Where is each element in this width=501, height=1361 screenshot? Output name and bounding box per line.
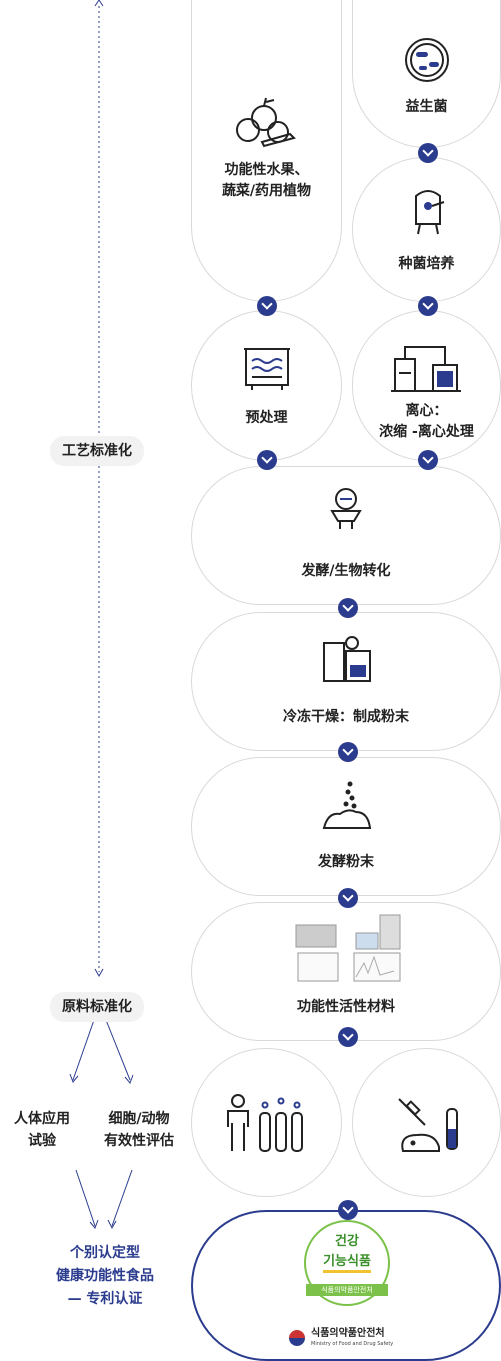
cell-animal-line2: 有效性评估 bbox=[104, 1133, 174, 1149]
powder-pile-icon bbox=[320, 778, 374, 830]
freeze-dry-pill: 冷冻干燥：制成粉末 bbox=[191, 612, 501, 751]
merge-arrow-right bbox=[107, 1219, 117, 1230]
certification-pill: 건강 기능식품 식품의약품안전처 식품의약품안전처 Ministry of Fo… bbox=[191, 1210, 501, 1361]
washing-machine-icon bbox=[242, 343, 292, 391]
chevron-down-icon bbox=[338, 888, 358, 908]
centrifuge-icon bbox=[391, 341, 463, 393]
fruit-vegetable-text: 功能性水果、 蔬菜/药用植物 bbox=[192, 160, 341, 202]
vegetables-icon bbox=[234, 96, 298, 150]
certification-label: 个别认定型 健康功能性食品 — 专利认证 bbox=[30, 1242, 180, 1311]
pretreatment-text: 预处理 bbox=[245, 410, 288, 426]
split-line-left bbox=[72, 1019, 95, 1081]
chevron-down-icon bbox=[418, 450, 438, 470]
culture-pill: 种菌培养 bbox=[352, 157, 501, 302]
badge-ministry: 식품의약품안전처 bbox=[306, 1284, 388, 1296]
merge-arrow-left bbox=[89, 1219, 99, 1229]
human-trial-label: 人体应用 试验 bbox=[0, 1108, 84, 1152]
centrifuge-line2: 浓缩 -离心处理 bbox=[379, 424, 474, 440]
ministry-name-ko: 식품의약품안전처 bbox=[311, 1328, 385, 1339]
chevron-down-icon bbox=[338, 742, 358, 762]
active-material-text: 功能性活性材料 bbox=[297, 999, 395, 1015]
powder-text: 发酵粉末 bbox=[318, 854, 374, 870]
chevron-down-icon bbox=[338, 598, 358, 618]
split-line-right bbox=[105, 1019, 131, 1081]
badge-line2: 기능식품 bbox=[323, 1254, 371, 1273]
pretreatment-pill: 预处理 bbox=[191, 310, 342, 461]
person-testtubes-icon bbox=[226, 1093, 310, 1155]
badge-line1: 건강 bbox=[335, 1234, 359, 1249]
culture-text: 种菌培养 bbox=[398, 256, 455, 272]
bacteria-dish-icon bbox=[403, 36, 451, 84]
human-trial-line1: 人体应用 bbox=[14, 1111, 70, 1127]
fermentation-pill: 发酵/生物转化 bbox=[191, 466, 501, 605]
split-arrow-left bbox=[69, 1073, 79, 1083]
animal-test-pill bbox=[352, 1048, 501, 1197]
chevron-down-icon bbox=[338, 1200, 358, 1220]
merge-line-right bbox=[111, 1169, 133, 1227]
split-arrow-right bbox=[124, 1074, 134, 1084]
chevron-down-icon bbox=[257, 296, 277, 316]
ministry-name-en: Ministry of Food and Drug Safety bbox=[311, 1341, 394, 1347]
flow-lines bbox=[69, 0, 134, 1230]
taegeuk-icon bbox=[289, 1330, 305, 1346]
material-standardization-label: 原料标准化 bbox=[50, 992, 144, 1022]
arrow-up-head bbox=[94, 0, 104, 7]
lab-equipment-icon bbox=[294, 913, 404, 983]
active-material-pill: 功能性活性材料 bbox=[191, 902, 501, 1041]
chevron-down-icon bbox=[257, 450, 277, 470]
cert-line3: — 专利认证 bbox=[67, 1291, 143, 1307]
probiotic-pill: 益生菌 bbox=[352, 0, 501, 148]
centrifuge-text: 离心： 浓缩 -离心处理 bbox=[353, 401, 500, 443]
chevron-down-icon bbox=[338, 1027, 358, 1047]
fruit-vegetable-pill: 功能性水果、 蔬菜/药用植物 bbox=[191, 0, 342, 302]
fermentation-vessel-icon bbox=[326, 487, 366, 531]
fruit-line2: 蔬菜/药用植物 bbox=[221, 183, 312, 199]
probiotic-text: 益生菌 bbox=[405, 99, 448, 115]
powder-pill: 发酵粉末 bbox=[191, 757, 501, 896]
arrow-down-head bbox=[94, 968, 104, 978]
freeze-dryer-icon bbox=[320, 635, 374, 685]
centrifuge-line1: 离心： bbox=[405, 403, 448, 419]
human-trial-line2: 试验 bbox=[28, 1133, 56, 1149]
freeze-dry-text: 冷冻干燥：制成粉末 bbox=[283, 709, 409, 725]
fermentation-text: 发酵/生物转化 bbox=[301, 563, 391, 579]
cert-line2: 健康功能性食品 bbox=[56, 1268, 154, 1284]
chevron-down-icon bbox=[418, 143, 438, 163]
centrifuge-pill: 离心： 浓缩 -离心处理 bbox=[352, 310, 501, 461]
cert-line1: 个别认定型 bbox=[70, 1245, 140, 1261]
chevron-down-icon bbox=[418, 296, 438, 316]
cell-animal-line1: 细胞/动物 bbox=[108, 1111, 170, 1127]
cell-animal-label: 细胞/动物 有效性评估 bbox=[92, 1108, 186, 1152]
fruit-line1: 功能性水果、 bbox=[224, 162, 309, 178]
merge-line-left bbox=[75, 1169, 96, 1227]
health-food-badge: 건강 기능식품 식품의약품안전처 bbox=[304, 1220, 390, 1306]
process-standardization-label: 工艺标准化 bbox=[50, 436, 144, 466]
human-trial-pill bbox=[191, 1048, 342, 1197]
mouse-syringe-icon bbox=[395, 1095, 465, 1155]
fermenter-tank-icon bbox=[408, 184, 448, 236]
